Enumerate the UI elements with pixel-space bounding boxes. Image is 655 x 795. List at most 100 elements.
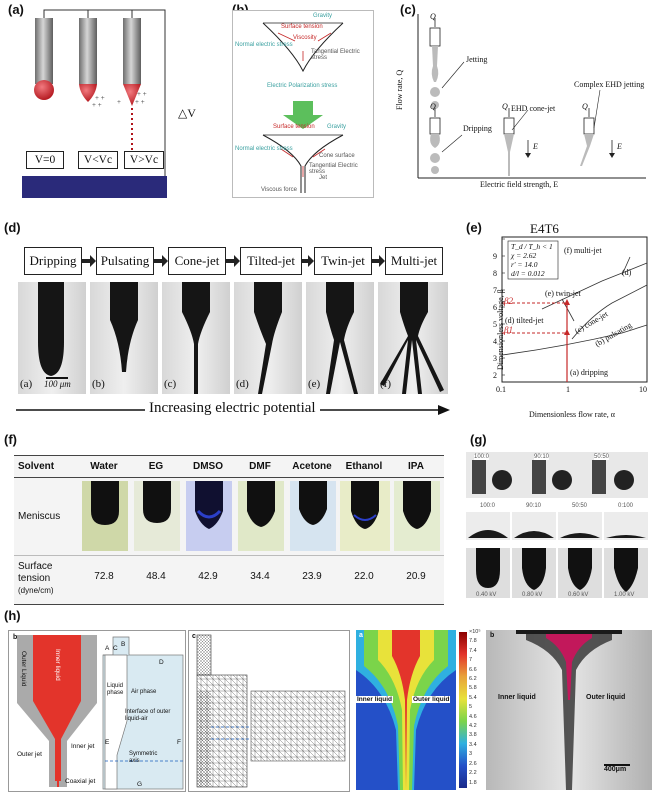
panel-label-d: (d) [4, 220, 21, 235]
mixture-photos: 100:0 90:10 50:50 100:0 90:10 50:50 0:10… [462, 452, 652, 602]
c-label-jetting: Jetting [466, 55, 488, 64]
increasing-potential-label: Increasing electric potential [145, 400, 320, 417]
colorbar-tick-9: 4.6 [469, 713, 477, 720]
voltage-box-zero: V=0 [26, 151, 64, 169]
h-inner-liquid-vertical: Inner liquid [54, 649, 61, 681]
mode-box-multi-jet: Multi-jet [385, 247, 443, 275]
colorbar-tick-13: 3 [469, 751, 473, 758]
photo-scale-label: 400μm [604, 766, 627, 773]
voltage-box-below-critical: V<Vc [78, 151, 118, 169]
e-xtick-01: 0.1 [496, 385, 506, 394]
c-label-complex: Complex EHD jetting [574, 80, 645, 89]
photo-label-e: (e) [308, 378, 321, 390]
stress-schematic [262, 22, 344, 193]
e-param-1: T_d / T_h < 1 [511, 242, 553, 251]
c-e-cone: E [533, 142, 538, 151]
e-param-2: χ = 2.62 [511, 251, 537, 260]
panel-label-f: (f) [4, 432, 17, 447]
e-x-axis-label: Dimensionless flow rate, α [529, 410, 615, 419]
colorbar-tick-5: 6.2 [469, 676, 477, 683]
svg-text:+ +: + + [95, 94, 105, 102]
h-sub-b-left: b [13, 634, 18, 641]
panel-label-e: (e) [466, 220, 482, 235]
tension-acetone: 23.9 [302, 571, 322, 582]
colorbar-tick-6: 5.8 [469, 685, 477, 692]
e-region-dripping: (a) dripping [570, 368, 608, 377]
panel-label-a: (a) [8, 2, 24, 17]
e-xtick-10: 10 [639, 385, 647, 394]
mode-progression-arrows [82, 255, 385, 267]
svg-text:+: + [117, 98, 121, 106]
sim-inner-label: Inner liquid [356, 696, 394, 703]
panel-label-h: (h) [4, 608, 21, 623]
label-gravity-2: Gravity [327, 124, 347, 130]
e-region-d-small: (d) [622, 268, 632, 277]
mixture-photo-grid [466, 452, 648, 598]
e-region-multi-jet: (f) multi-jet [564, 246, 602, 255]
colorbar-tick-12: 3.4 [469, 741, 477, 748]
c-e-complex: E [617, 142, 622, 151]
coaxial-schematic: b Outer Liquid Inner liquid Outer jet In… [8, 630, 186, 792]
e-ytick-2: 2 [493, 371, 497, 380]
label-tangential-stress: Tangential Electric stress [311, 49, 360, 61]
label-polarization-stress: Electric Polarization stress [267, 83, 338, 89]
colorbar-tick-14: 2.6 [469, 760, 477, 767]
solvent-dmf: DMF [249, 461, 271, 472]
g-r1-label-1: 100:0 [474, 454, 490, 460]
label-cone-surface: Cone surface [319, 153, 355, 159]
coaxial-photo: b Inner liquid Outer liquid 400μm [486, 630, 652, 790]
panel-label-c: (c) [400, 2, 416, 17]
c-x-axis-label: Electric field strength, E [480, 180, 559, 189]
tension-label-1: Surface [18, 561, 53, 572]
colorbar-tick-4: 6.6 [469, 666, 477, 673]
colorbar-tick-7: 5.4 [469, 694, 477, 701]
dimensionless-phase-diagram [501, 236, 648, 383]
simulation-panel: a Inner liquid Outer liquid [356, 630, 456, 790]
label-normal-stress-2: Normal electric stress [235, 146, 293, 152]
colorbar-tick-10: 4.2 [469, 723, 477, 730]
c-y-axis-label: Flow rate, Q [395, 69, 404, 110]
h-letter-f: F [177, 739, 181, 746]
photo-inner-label: Inner liquid [498, 694, 536, 701]
g-r3-label-2: 0.80 kV [522, 592, 543, 598]
h-symmetric-axis: Symmetric axis [129, 751, 158, 764]
tension-dmso: 42.9 [198, 571, 218, 582]
label-gravity: Gravity [313, 13, 333, 19]
h-air-phase: Air phase [131, 689, 157, 695]
solvent-ethanol: Ethanol [345, 461, 383, 472]
photo-label-c: (c) [164, 378, 177, 390]
c-q-complex: Q [582, 102, 588, 111]
h-letter-d: D [159, 659, 164, 666]
colorbar-tick-0: ×10⁵ [469, 629, 481, 635]
photo-label-a: (a) [20, 378, 33, 390]
tension-eg: 48.4 [146, 571, 166, 582]
mesh-panel: c [188, 630, 350, 792]
colorbar-tick-11: 3.8 [469, 732, 477, 739]
h-letter-b: B [121, 641, 126, 648]
voltage-box-above-critical: V>Vc [124, 151, 164, 169]
e-ytick-7: 7 [493, 286, 497, 295]
tension-ipa: 20.9 [406, 571, 426, 582]
h-outer-liquid: Outer Liquid [20, 651, 27, 687]
mode-box-dripping: Dripping [24, 247, 82, 275]
meniscus-row-label: Meniscus [18, 511, 61, 522]
label-viscosity: Viscosity [293, 35, 317, 41]
g-r3-label-4: 1.00 kV [614, 592, 635, 598]
solvent-ipa: IPA [408, 461, 424, 472]
ehd-mode-map [417, 14, 646, 179]
c-q-drip: Q [430, 102, 436, 111]
sim-outer-label: Outer liquid [412, 696, 451, 703]
solvent-acetone: Acetone [292, 461, 332, 472]
h-letter-c: C [113, 645, 118, 652]
label-normal-stress: Normal electric stress [235, 42, 293, 48]
colorbar [459, 632, 467, 788]
e-title: E4T6 [530, 221, 559, 236]
e-ytick-4: 4 [493, 337, 497, 346]
h-letter-e: E [105, 739, 110, 746]
h-sub-b-right: b [490, 632, 495, 639]
g-r1-label-3: 50:50 [594, 454, 610, 460]
h-liquid-phase: Liquid phase [107, 683, 124, 696]
g-r3-label-1: 0.40 kV [476, 592, 497, 598]
tension-label-2: tension [18, 573, 51, 584]
e-param-3: r' = 14.0 [511, 260, 538, 269]
